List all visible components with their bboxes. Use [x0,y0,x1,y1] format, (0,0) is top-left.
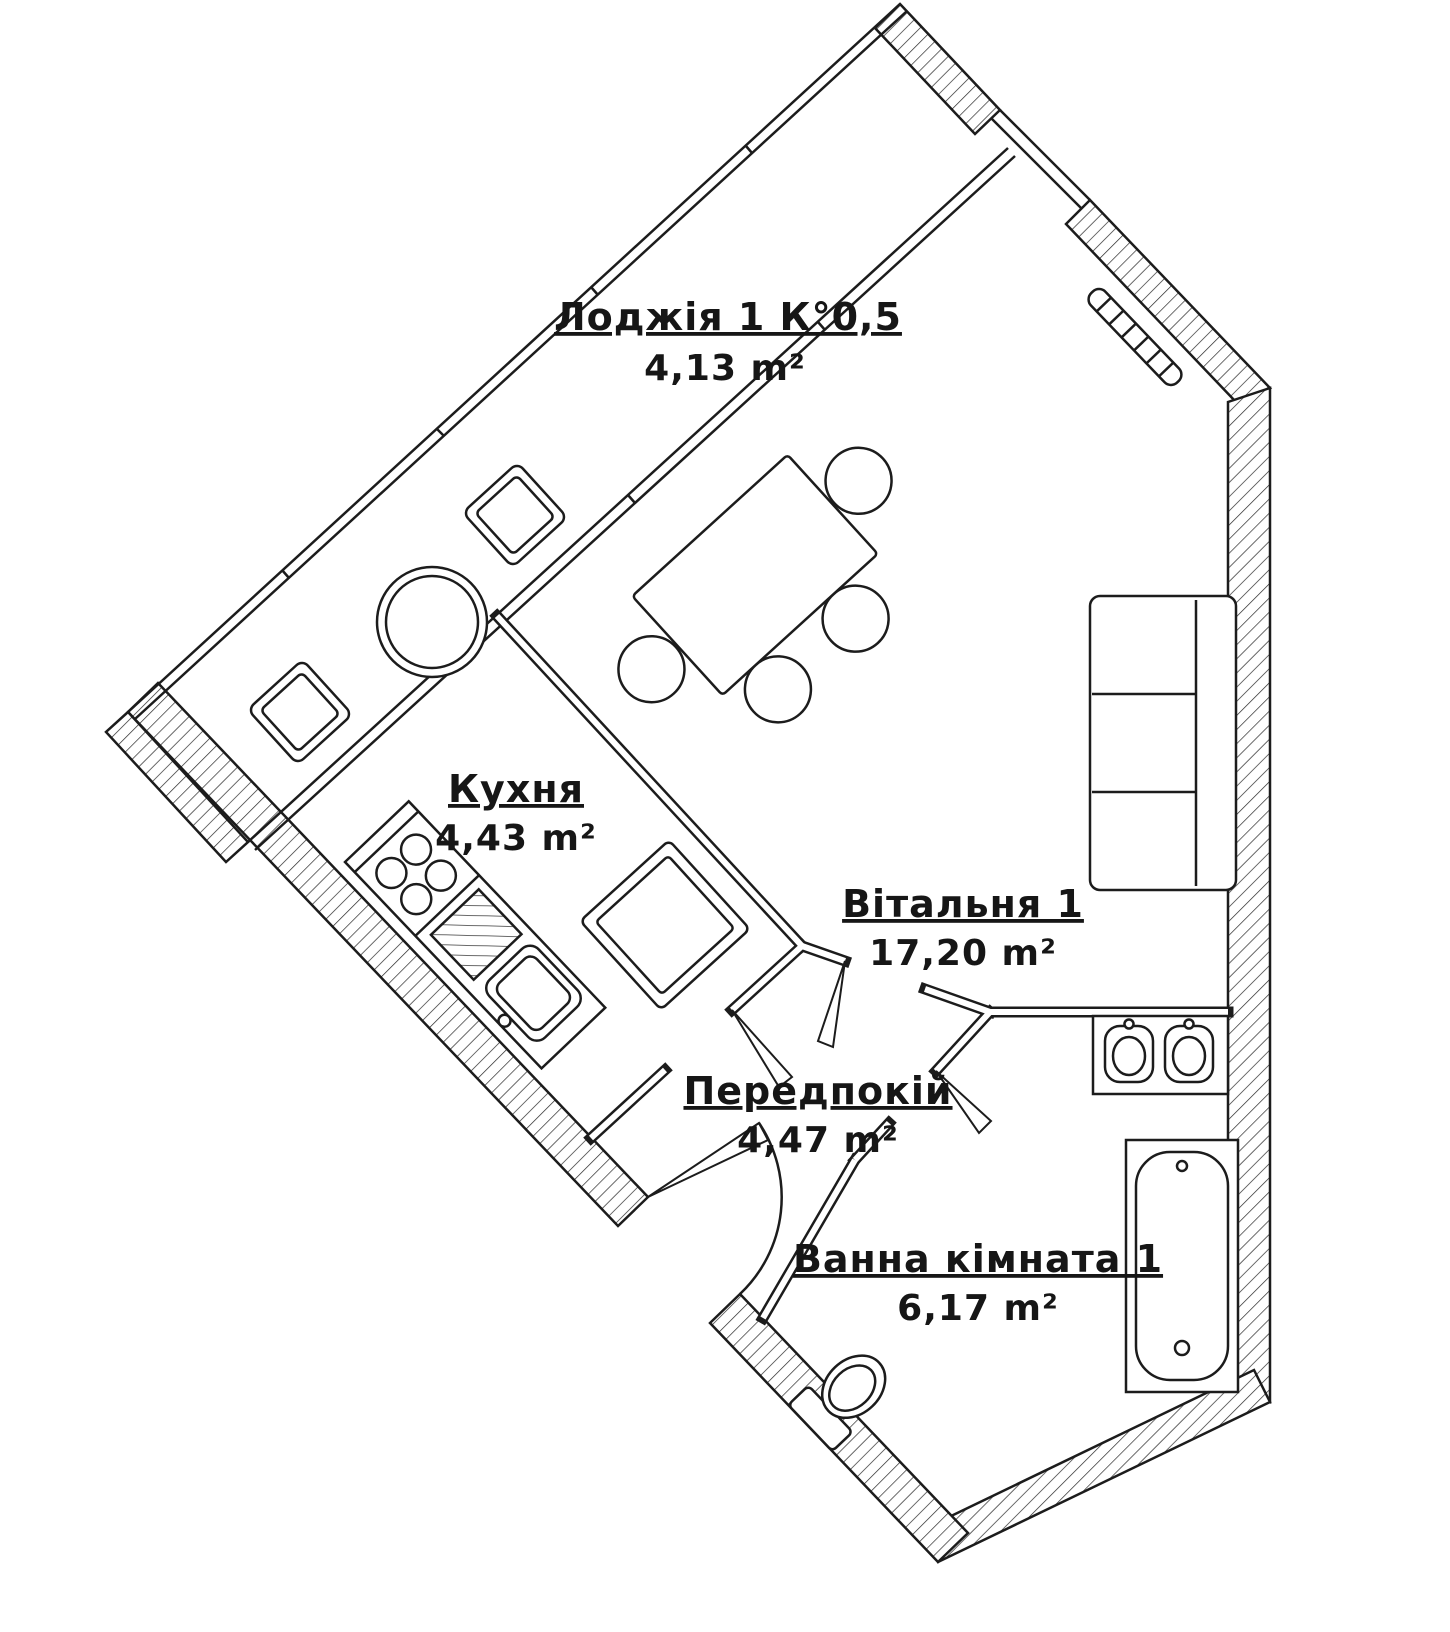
loggia-stool-2 [249,661,351,763]
bathtub [1124,1138,1240,1394]
room-area-hallway: 4,47 m² [737,1120,899,1161]
room-area-bathroom: 6,17 m² [897,1288,1059,1329]
wall-loggia-end-cap [104,710,250,864]
loggia-inner-window-wall [247,147,1016,851]
loggia-round-table [375,565,489,679]
stove [353,810,480,937]
entry-door [647,1121,783,1295]
loggia-furniture [249,464,566,763]
room-label-living: Вітальня 1 [842,882,1084,926]
room-labels: Лоджія 1 К°0,5 4,13 m² Кухня 4,43 m² Віт… [435,295,1163,1329]
interior-walls [489,608,1234,1326]
dining-set [617,446,893,724]
bathroom-door-leaf [935,1070,993,1135]
washbasin [1163,1018,1215,1084]
dining-table [632,455,878,695]
doors [647,960,993,1295]
wall-bottom-right [920,1368,1272,1564]
interior-walls-fill [494,613,1228,1320]
top-right-window [990,109,1091,209]
room-label-bathroom: Ванна кімната 1 [793,1237,1163,1281]
room-area-living: 17,20 m² [869,933,1057,974]
entry-door-arc [739,1122,783,1295]
kitchen-counter [343,799,608,1071]
toilet [788,1354,887,1451]
loggia-stool-1 [464,464,566,566]
room-label-kitchen: Кухня [448,767,584,811]
dining-chair [824,446,893,516]
room-area-loggia: 4,13 m² [644,348,806,389]
sofa [1088,594,1238,892]
dining-chair [617,634,686,704]
wall-lower-left-upper [126,681,650,1228]
washbasin [1103,1018,1155,1084]
drying-rack [429,887,524,982]
loggia-outer-glazing [127,3,908,720]
radiator [1087,287,1183,387]
washbasin-counter [1091,1014,1230,1096]
kitchen-door-leaf [731,1009,794,1089]
room-area-kitchen: 4,43 m² [435,818,597,859]
living-door-leaf [816,960,846,1049]
room-label-loggia: Лоджія 1 К°0,5 [554,295,902,339]
room-label-hallway: Передпокій [683,1069,952,1113]
kitchen-table [581,841,749,1009]
sink [484,944,582,1042]
